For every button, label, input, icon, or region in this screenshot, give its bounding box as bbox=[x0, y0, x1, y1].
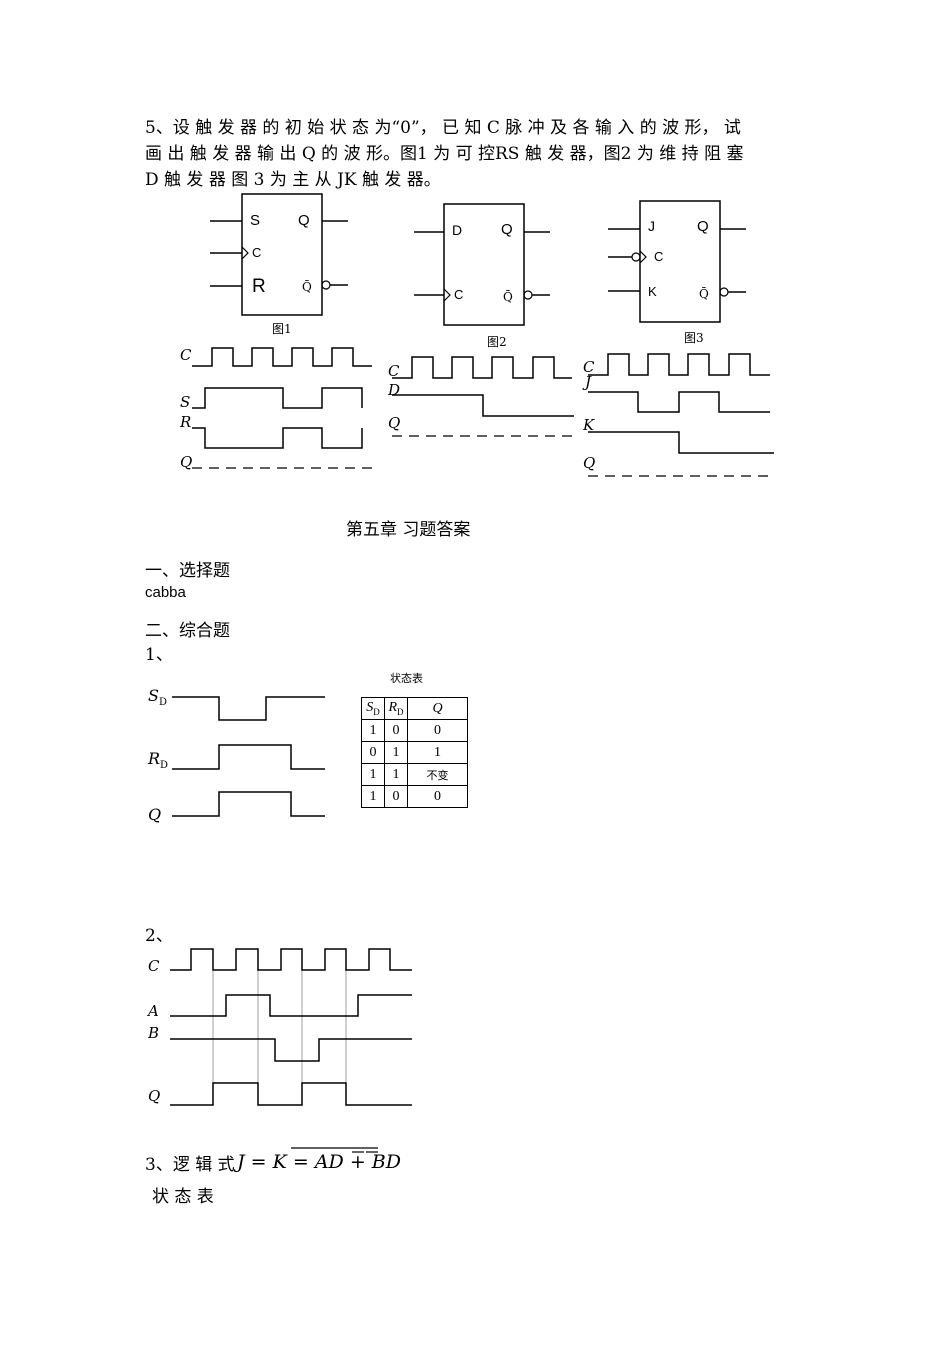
fig3-pin-qbar: Q̄ bbox=[699, 287, 709, 301]
q3-expr-plus: + bbox=[343, 1151, 372, 1173]
fig1-caption: 图1 bbox=[272, 322, 292, 336]
table-row: 1 0 0 bbox=[361, 719, 468, 742]
fig1-label-c: C bbox=[180, 346, 192, 364]
q1-wave-q bbox=[172, 791, 325, 817]
q1-label-rd: RD bbox=[148, 749, 169, 772]
fig1-pin-s: S bbox=[250, 212, 261, 229]
q1-state-table: SD RD Q 1 0 0 0 1 1 1 1 不变 1 0 0 bbox=[361, 697, 468, 808]
table-cell: 0 bbox=[384, 719, 408, 742]
chapter-title: 第五章 习题答案 bbox=[346, 520, 471, 540]
q3-expr-d: D bbox=[328, 1151, 344, 1173]
fig1-pin-qbar: Q̄ bbox=[302, 280, 312, 294]
q1-table-title: 状态表 bbox=[390, 672, 423, 685]
q1-label-sd: SD bbox=[148, 686, 167, 709]
q1-wave-rd bbox=[172, 744, 325, 770]
q3-expr-dbar: D bbox=[385, 1151, 401, 1173]
q2-wave-q bbox=[170, 1082, 412, 1106]
table-cell: 0 bbox=[384, 785, 408, 808]
q3-expr-a: A bbox=[314, 1151, 329, 1173]
fig3-label-q: Q bbox=[583, 454, 596, 472]
fig1-wave-r bbox=[192, 427, 363, 449]
table-row: 0 1 1 bbox=[361, 741, 468, 764]
q2-label-a: A bbox=[148, 1002, 159, 1020]
table-cell: 1 bbox=[384, 741, 408, 764]
table-cell: 1 bbox=[361, 719, 385, 742]
fig2-label-c: C bbox=[388, 362, 400, 380]
q2-label-q: Q bbox=[148, 1087, 161, 1105]
fig1-wave-c bbox=[192, 347, 372, 367]
table-header-sd: SD bbox=[361, 697, 385, 720]
fig3-pin-k: K bbox=[648, 284, 657, 299]
fig2-pin-c: C bbox=[454, 287, 464, 302]
fig1-wave-s bbox=[192, 387, 363, 409]
fig1-label-r: R bbox=[180, 413, 192, 431]
fig1-pin-q: Q bbox=[298, 212, 310, 229]
q2-number: 2、 bbox=[145, 926, 173, 946]
fig3-caption: 图3 bbox=[684, 331, 704, 345]
q1-wave-sd bbox=[172, 696, 325, 721]
q1-label-q: Q bbox=[148, 805, 162, 824]
table-row: 1 0 0 bbox=[361, 785, 468, 808]
section2-heading: 二、综合题 bbox=[145, 621, 230, 641]
q1-number: 1、 bbox=[145, 645, 173, 665]
table-cell: 不变 bbox=[407, 763, 468, 786]
table-header-q: Q bbox=[407, 697, 468, 720]
problem-line-3: D 触 发 器 图 3 为 主 从 JK 触 发 器。 bbox=[145, 170, 441, 190]
problem-line-2: 画 出 触 发 器 输 出 Q 的 波 形。图1 为 可 控RS 触 发 器，图… bbox=[145, 144, 744, 164]
fig3-label-c: C bbox=[583, 358, 595, 376]
fig2-label-q: Q bbox=[388, 414, 401, 432]
fig3-label-k: K bbox=[583, 416, 595, 434]
fig1-label-s: S bbox=[180, 393, 191, 411]
table-cell: 0 bbox=[407, 719, 468, 742]
table-header-row: SD RD Q bbox=[361, 697, 468, 720]
q3-prefix: 3、逻 辑 式 bbox=[145, 1155, 235, 1175]
fig3-pin-q: Q bbox=[697, 218, 709, 235]
q2-label-c: C bbox=[148, 957, 160, 975]
fig3-wave-c bbox=[588, 353, 770, 376]
problem-line-1: 5、设 触 发 器 的 初 始 状 态 为“0”， 已 知 C 脉 冲 及 各 … bbox=[145, 118, 741, 138]
fig1-label-q: Q bbox=[180, 453, 193, 471]
fig2-pin-q: Q bbox=[501, 221, 513, 238]
fig3-label-j: J bbox=[585, 373, 592, 391]
q2-wave-a bbox=[170, 994, 412, 1017]
q2-label-b: B bbox=[148, 1024, 160, 1042]
q3-expression: J = K = AD + BD bbox=[237, 1153, 401, 1172]
q3-expr-lhs: J = K = bbox=[237, 1151, 315, 1173]
q3-expr-b: B bbox=[371, 1151, 386, 1173]
q2-wave-c bbox=[170, 948, 412, 971]
q3-state-table-label: 状 态 表 bbox=[152, 1187, 214, 1207]
table-row: 1 1 不变 bbox=[361, 763, 468, 786]
fig2-label-d: D bbox=[388, 381, 401, 399]
table-cell: 1 bbox=[407, 741, 468, 764]
fig3-wave-j bbox=[588, 391, 770, 413]
table-cell: 0 bbox=[407, 785, 468, 808]
fig2-caption: 图2 bbox=[487, 335, 507, 349]
table-cell: 1 bbox=[361, 785, 385, 808]
fig3-wave-k bbox=[588, 431, 774, 454]
table-cell: 1 bbox=[384, 763, 408, 786]
fig2-pin-qbar: Q̄ bbox=[503, 290, 513, 304]
fig2-pin-d: D bbox=[452, 222, 463, 238]
fig3-block bbox=[608, 200, 746, 323]
section1-answer: cabba bbox=[145, 584, 186, 601]
fig2-wave-c bbox=[392, 356, 572, 379]
table-cell: 0 bbox=[361, 741, 385, 764]
table-header-rd: RD bbox=[384, 697, 408, 720]
fig1-pin-r: R bbox=[252, 276, 266, 297]
fig3-pin-j: J bbox=[648, 218, 655, 234]
table-cell: 1 bbox=[361, 763, 385, 786]
fig2-wave-d bbox=[392, 394, 574, 417]
q2-wave-b bbox=[170, 1038, 412, 1062]
q2-clock-guides bbox=[212, 970, 347, 1083]
section1-heading: 一、选择题 bbox=[145, 561, 230, 581]
fig1-block bbox=[210, 193, 348, 316]
fig3-pin-c: C bbox=[654, 249, 664, 264]
fig1-pin-c: C bbox=[252, 245, 262, 260]
fig2-block bbox=[414, 203, 550, 326]
